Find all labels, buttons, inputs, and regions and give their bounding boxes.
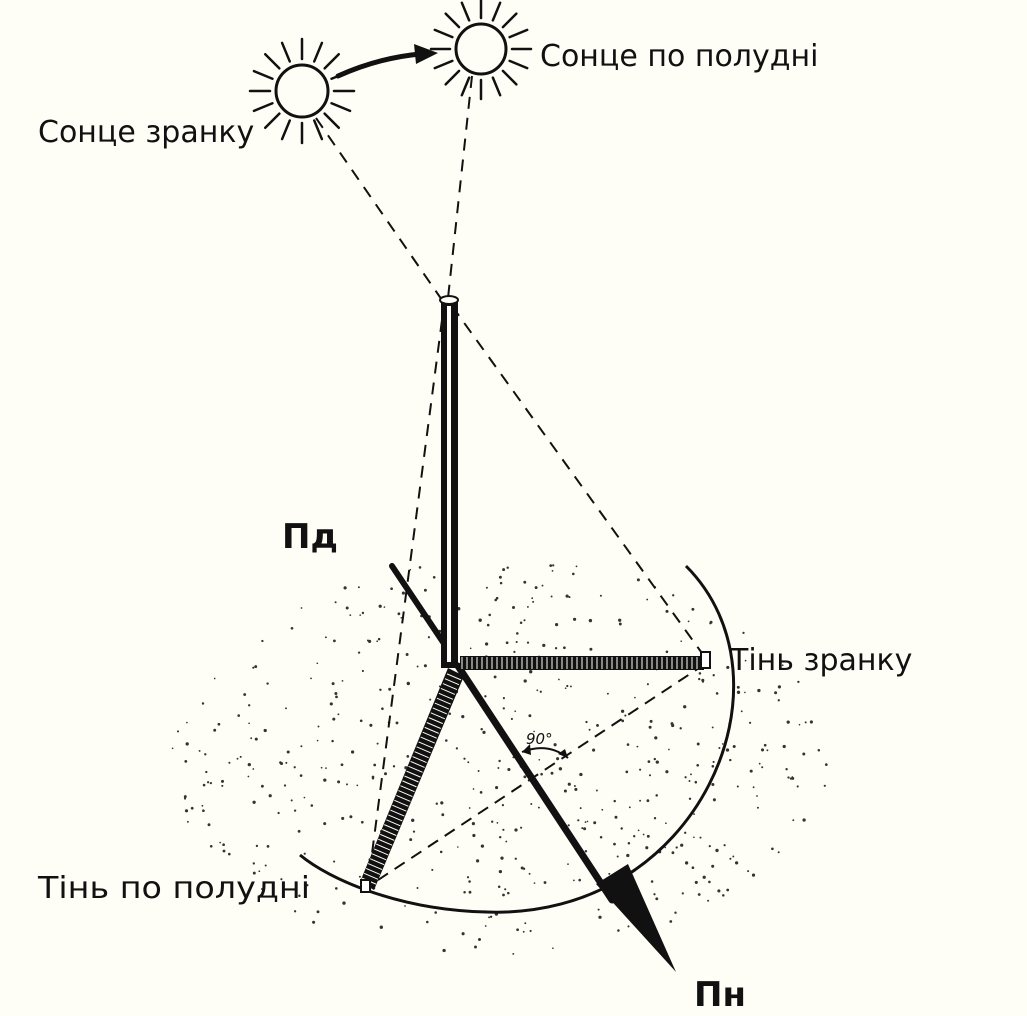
north-label: Пн [694,975,746,1015]
right-angle-label: 90° [526,730,553,748]
shadow-noon-label: Тінь по полудні [37,871,310,906]
sun-noon-icon [429,0,533,101]
sun-noon-label: Сонце по полудні [540,39,818,74]
sun-ray-lines [315,75,705,885]
north-arrow [454,662,676,972]
ground-stipple [171,564,828,955]
shadow-morning-label: Тінь зранку [729,643,912,678]
noon-shadow [360,668,464,893]
sun-morning-label: Сонце зранку [38,115,254,150]
sun-morning-icon [248,37,356,145]
gnomon-stick [439,295,459,668]
shadow-arc [299,564,735,914]
shadow-chord-line [371,663,706,885]
right-angle-marker [521,744,569,759]
morning-shadow [460,651,711,670]
sun-movement-arrow [335,44,438,79]
south-label: Пд [282,517,338,557]
